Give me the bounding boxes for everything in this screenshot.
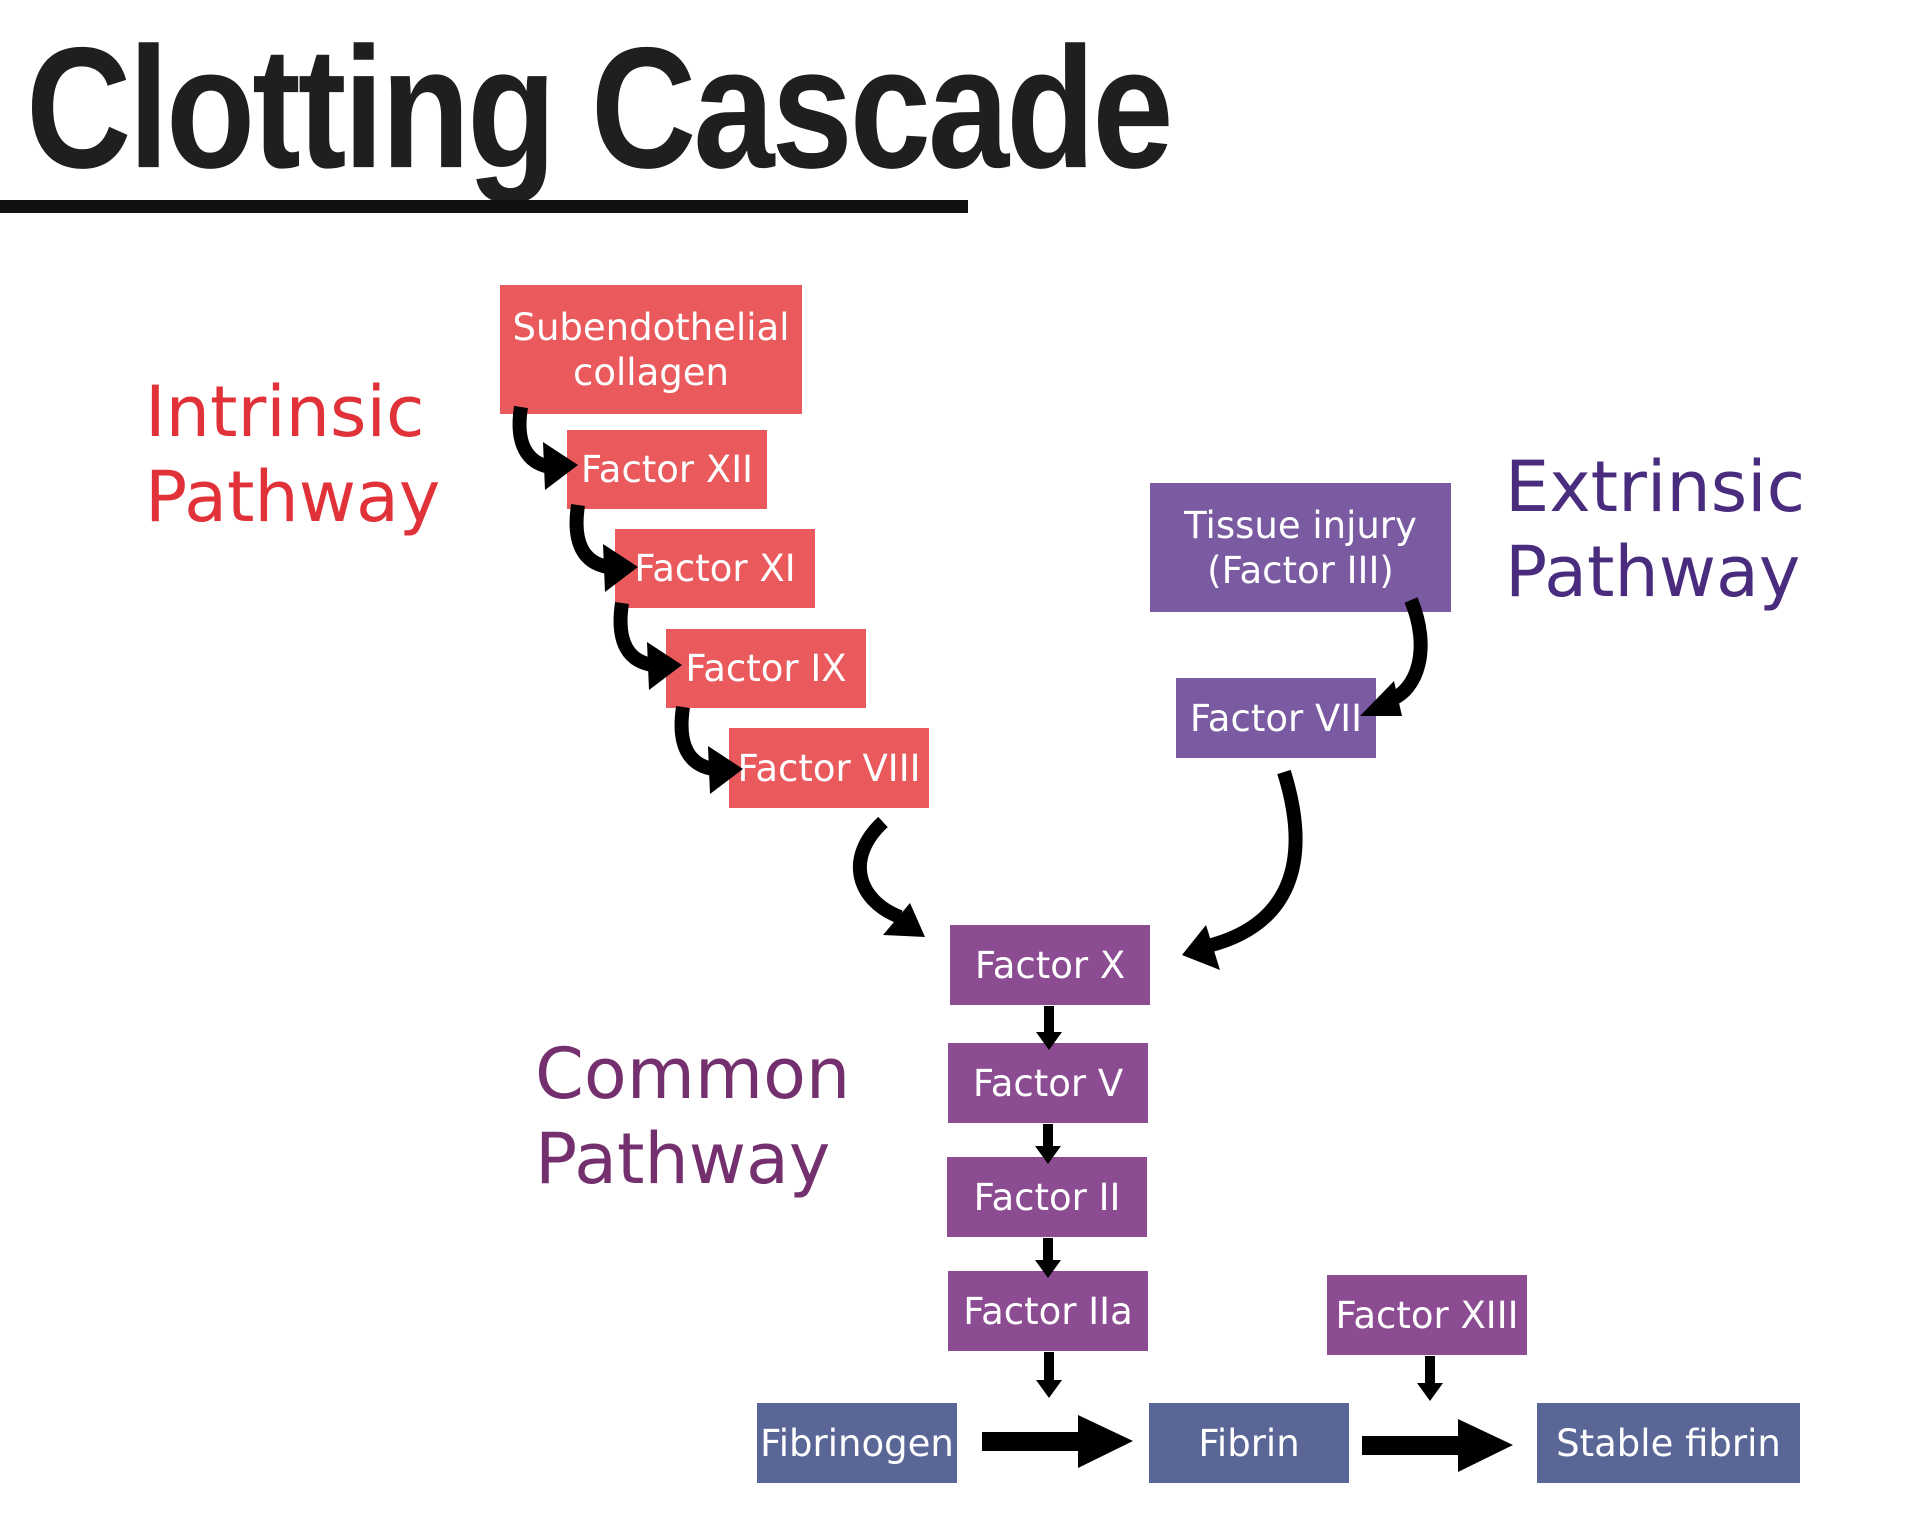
- page-title: Clotting Cascade: [26, 11, 1174, 204]
- title-underline: [0, 200, 968, 213]
- arrow-ix-to-viii-head: [708, 746, 743, 794]
- node-factor-viii: Factor VIII: [729, 728, 929, 808]
- arrow-xii-to-xi: [569, 503, 610, 574]
- arrow-v-to-ii-head: [1035, 1146, 1061, 1164]
- node-factor-xi: Factor XI: [615, 529, 815, 608]
- arrow-fibrinogen-to-fibrin-head: [1078, 1415, 1133, 1468]
- node-subendothelial-collagen: Subendothelial collagen: [500, 285, 802, 414]
- node-tissue-line2: (Factor III): [1207, 548, 1394, 592]
- node-collagen-line2: collagen: [573, 350, 729, 394]
- arrow-fibrin-to-stable-shaft: [1362, 1436, 1462, 1455]
- arrow-xii-to-xi-head: [603, 544, 638, 592]
- arrow-tissue-to-vii: [1387, 597, 1428, 707]
- arrow-xiii-to-stable-head: [1417, 1383, 1443, 1401]
- arrow-ix-to-viii: [674, 705, 715, 776]
- arrow-ii-to-iia-head: [1035, 1260, 1061, 1278]
- arrow-fibrinogen-to-fibrin-shaft: [982, 1432, 1082, 1451]
- intrinsic-label-line2: Pathway: [145, 456, 441, 538]
- extrinsic-pathway-label: Extrinsic Pathway: [1505, 445, 1805, 615]
- node-factor-ix: Factor IX: [666, 629, 866, 708]
- extrinsic-label-line2: Pathway: [1505, 531, 1801, 613]
- intrinsic-label-line1: Intrinsic: [145, 371, 425, 453]
- arrow-viii-to-x-head: [883, 903, 925, 937]
- node-factor-iia: Factor IIa: [948, 1271, 1148, 1351]
- arrow-vii-to-x-head: [1182, 925, 1220, 970]
- arrow-collagen-to-xii: [512, 405, 552, 474]
- arrow-viii-to-x: [852, 816, 903, 924]
- arrow-collagen-to-xii-head: [543, 442, 578, 490]
- node-fibrinogen: Fibrinogen: [757, 1403, 957, 1483]
- node-tissue-line1: Tissue injury: [1184, 503, 1417, 547]
- node-factor-xii: Factor XII: [567, 430, 767, 509]
- node-factor-v: Factor V: [948, 1043, 1148, 1123]
- node-tissue-injury: Tissue injury (Factor III): [1150, 483, 1451, 612]
- node-collagen-line1: Subendothelial: [512, 305, 790, 349]
- node-stable-fibrin: Stable fibrin: [1537, 1403, 1800, 1483]
- node-factor-x: Factor X: [950, 925, 1150, 1005]
- arrow-vii-to-x: [1206, 769, 1303, 953]
- node-factor-ii: Factor II: [947, 1157, 1147, 1237]
- common-label-line2: Pathway: [535, 1118, 831, 1200]
- intrinsic-pathway-label: Intrinsic Pathway: [145, 370, 440, 540]
- common-label-line1: Common: [535, 1033, 851, 1115]
- extrinsic-label-line1: Extrinsic: [1505, 446, 1806, 528]
- arrow-iia-to-fibrin-head: [1036, 1380, 1062, 1398]
- common-pathway-label: Common Pathway: [535, 1032, 850, 1202]
- arrow-xi-to-ix: [613, 601, 654, 672]
- arrow-x-to-v-head: [1036, 1032, 1062, 1050]
- arrow-tissue-to-vii-head: [1360, 681, 1402, 716]
- arrow-fibrin-to-stable-head: [1458, 1419, 1513, 1472]
- node-factor-xiii: Factor XIII: [1327, 1275, 1527, 1355]
- node-factor-vii: Factor VII: [1176, 678, 1376, 758]
- arrow-xi-to-ix-head: [647, 642, 682, 690]
- node-fibrin: Fibrin: [1149, 1403, 1349, 1483]
